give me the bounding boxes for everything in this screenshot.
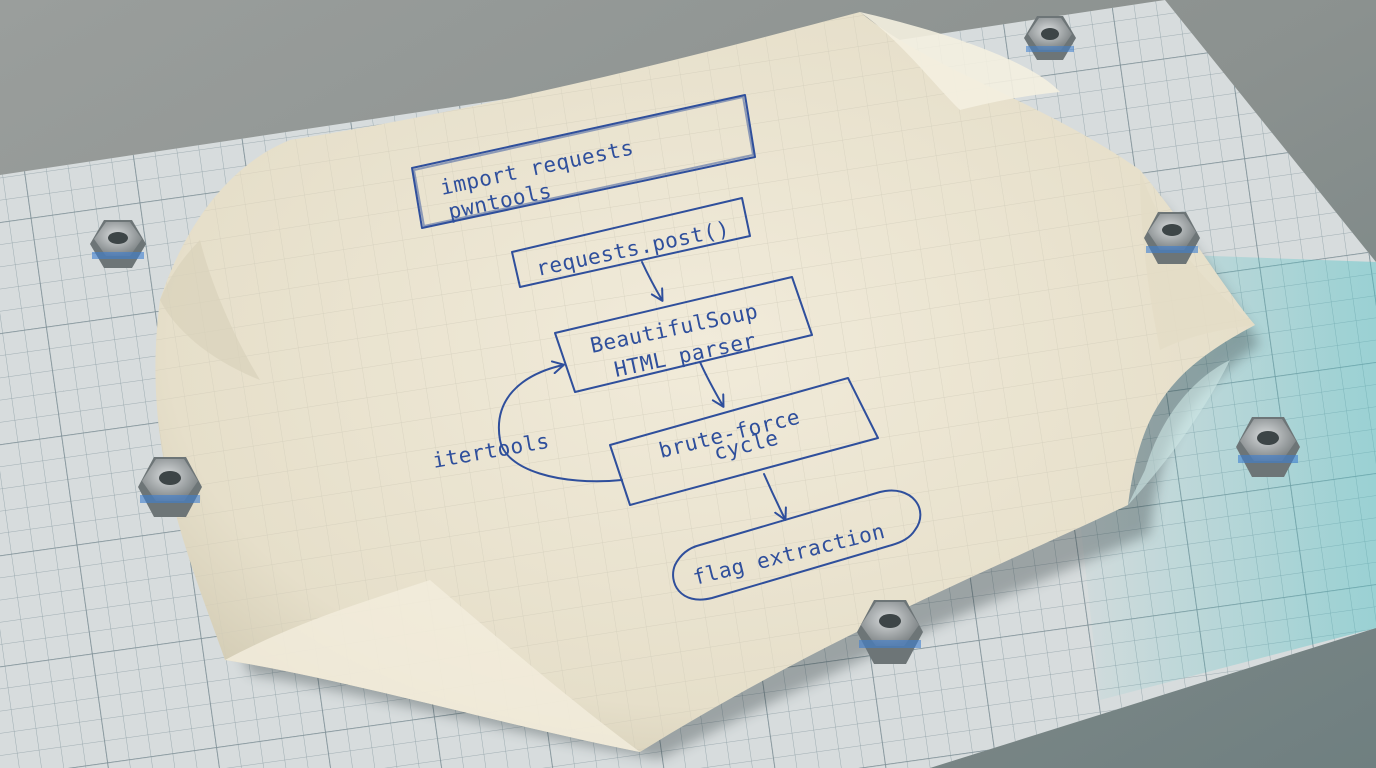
edge-parser-to-cycle bbox=[699, 361, 725, 408]
node-cycle-box bbox=[609, 377, 879, 506]
hex-nut-top-right bbox=[1024, 16, 1076, 60]
hex-nut-left-lower bbox=[138, 457, 202, 517]
hex-nut-right-lower bbox=[1236, 417, 1300, 477]
node-imports-box-stroke2 bbox=[413, 96, 754, 227]
node-parser-box bbox=[554, 276, 813, 393]
edge-post-to-parser bbox=[641, 261, 664, 302]
paper-sheet bbox=[155, 12, 1256, 752]
edge-cycle-to-flag bbox=[763, 473, 787, 521]
edge-cycle-loop-to-parser bbox=[497, 360, 623, 483]
node-post-box bbox=[511, 197, 751, 288]
hex-nut-left-upper bbox=[90, 220, 146, 268]
node-imports-box bbox=[411, 94, 756, 229]
node-flag-box bbox=[672, 489, 922, 601]
hex-nut-bottom bbox=[857, 600, 923, 664]
hex-nut-right-upper bbox=[1144, 212, 1200, 264]
